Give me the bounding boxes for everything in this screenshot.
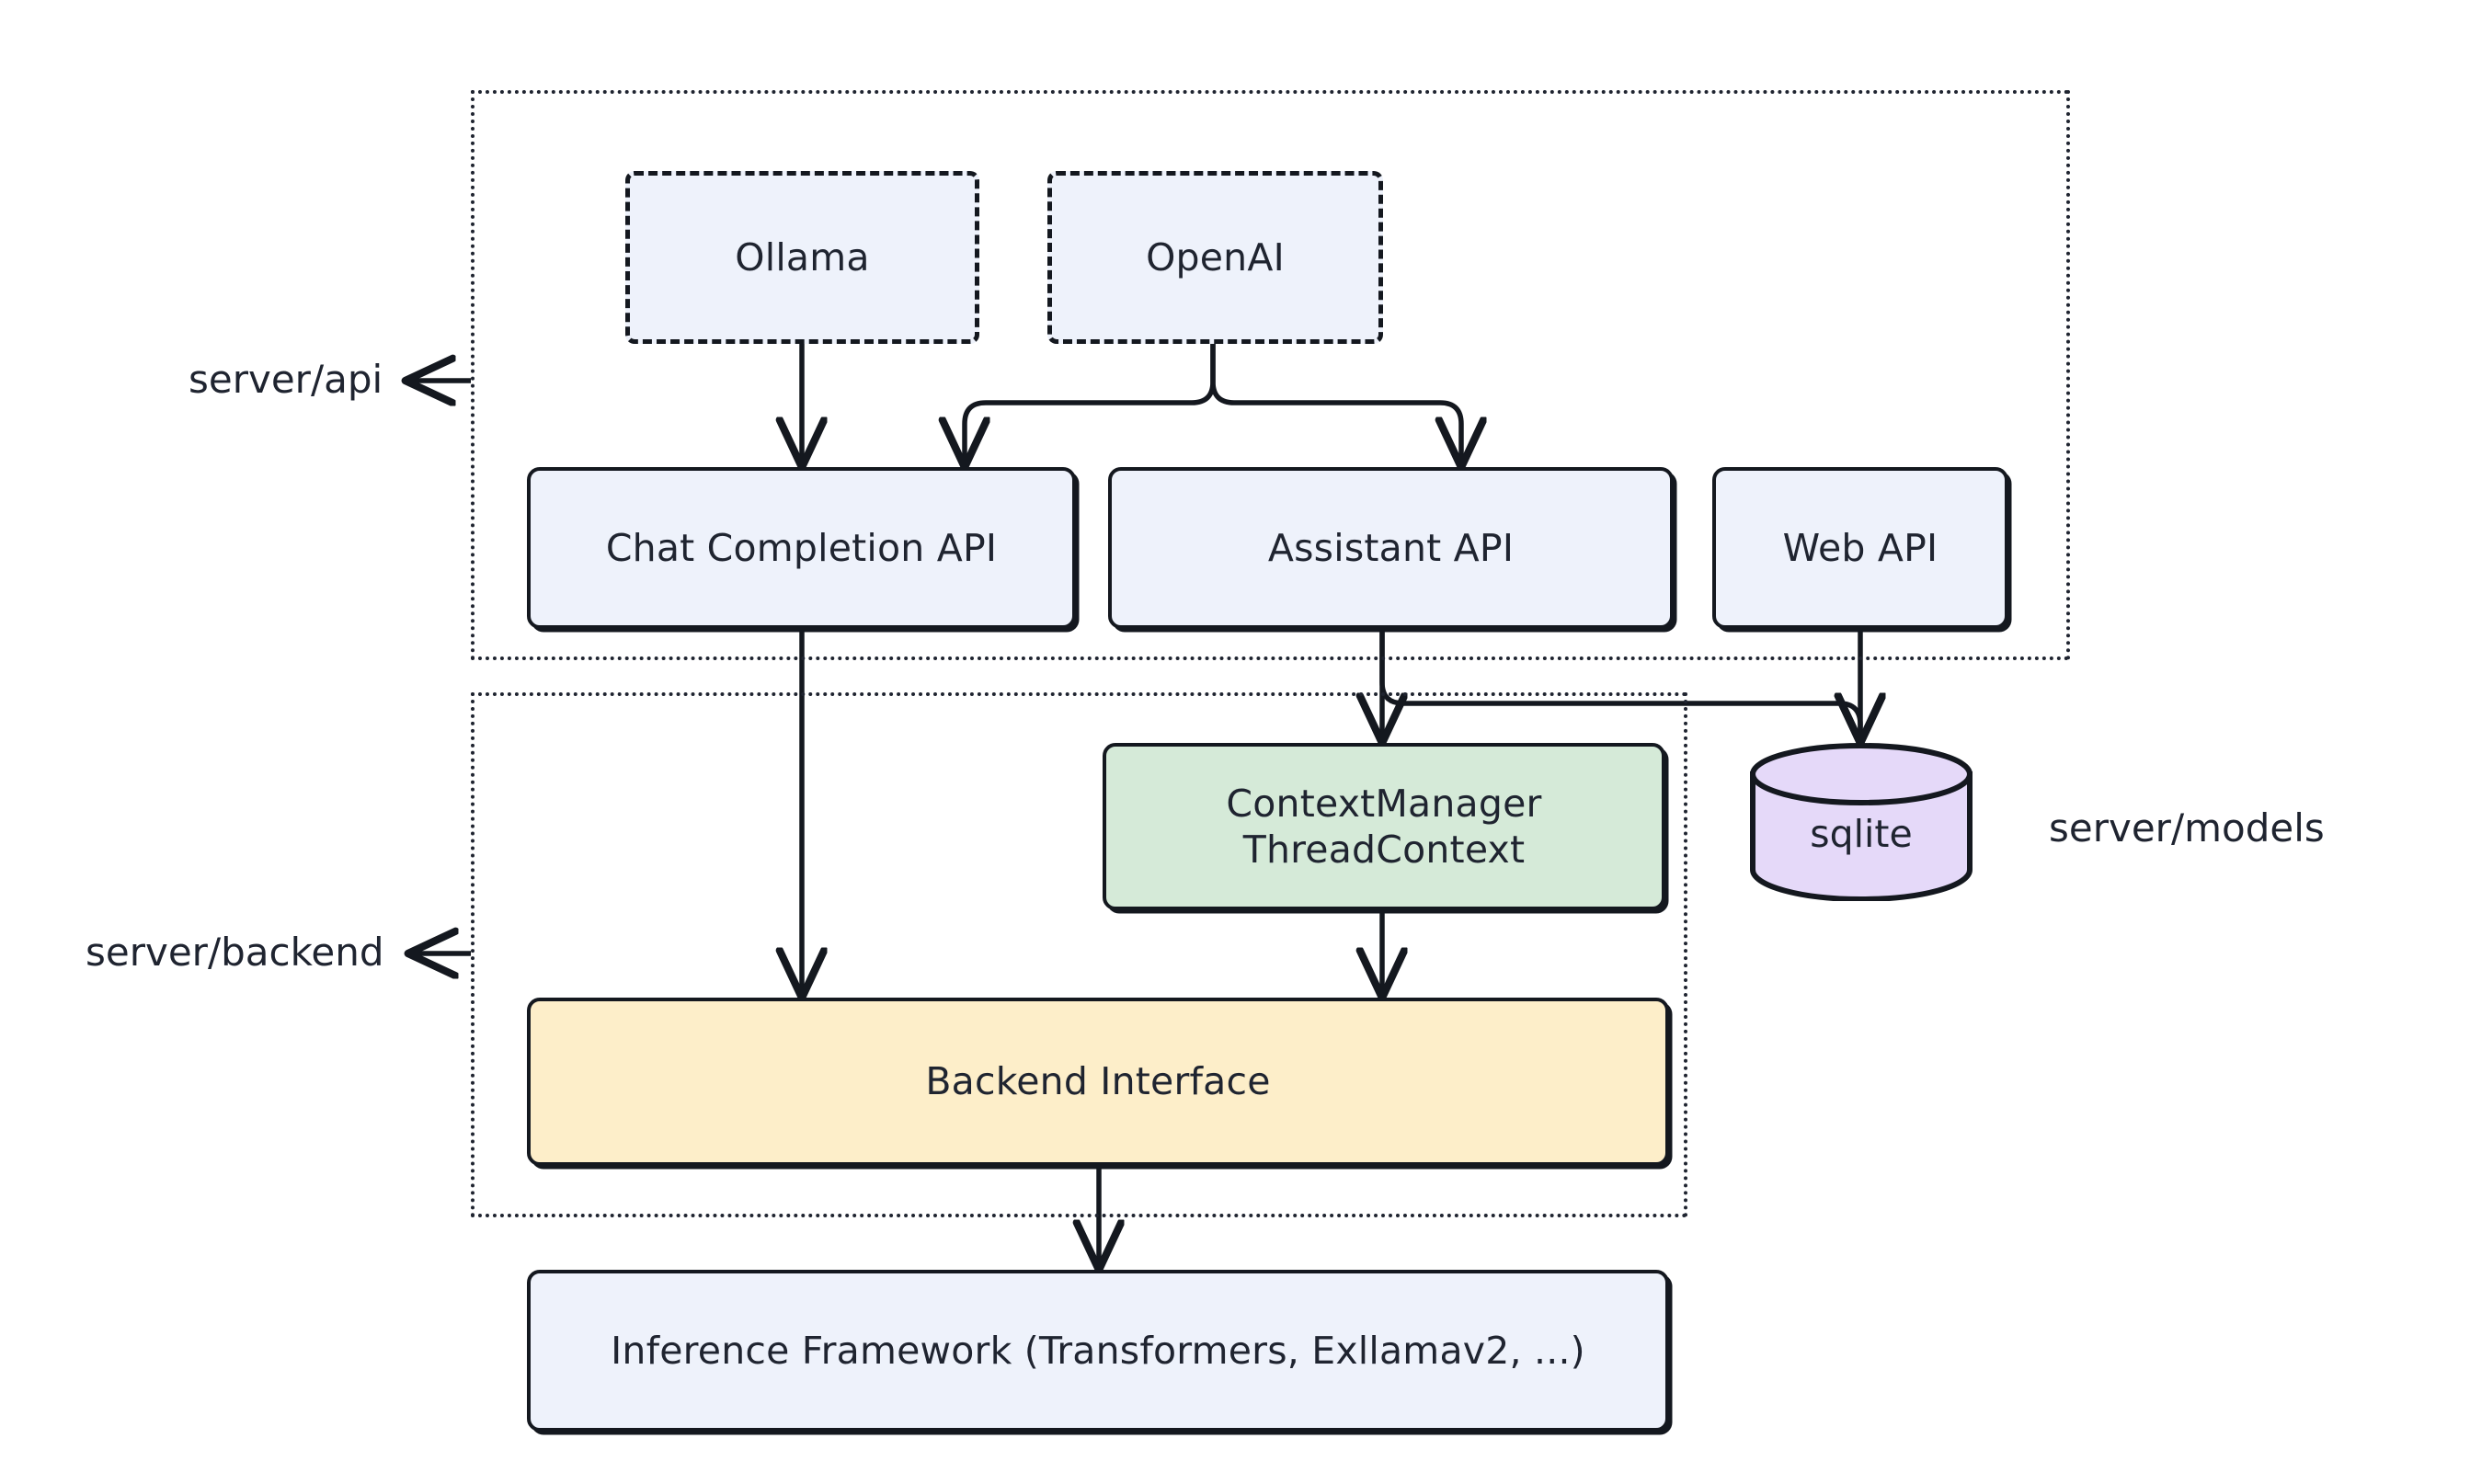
node-ollama-label: Ollama — [735, 234, 870, 280]
node-inference-framework-label: Inference Framework (Transformers, Exlla… — [611, 1328, 1585, 1373]
node-chat-completion-api[interactable]: Chat Completion API — [527, 467, 1076, 629]
node-web-api[interactable]: Web API — [1712, 467, 2008, 629]
annotation-server-api: server/api — [189, 360, 383, 399]
sqlite-cylinder-shape — [1750, 743, 1973, 901]
node-openai[interactable]: OpenAI — [1047, 171, 1383, 344]
node-sqlite-label: sqlite — [1810, 812, 1913, 856]
group-server-api — [471, 90, 2070, 660]
node-openai-label: OpenAI — [1146, 234, 1285, 280]
node-backend-interface[interactable]: Backend Interface — [527, 998, 1669, 1166]
node-assistant-api-label: Assistant API — [1267, 525, 1515, 570]
node-inference-framework[interactable]: Inference Framework (Transformers, Exlla… — [527, 1270, 1669, 1432]
annotation-server-backend: server/backend — [86, 933, 384, 972]
node-sqlite[interactable]: sqlite — [1748, 743, 1974, 901]
annotation-server-backend-text: server/backend — [86, 930, 384, 975]
node-chat-completion-api-label: Chat Completion API — [605, 525, 998, 570]
annotation-server-models: server/models — [2049, 809, 2325, 848]
group-server-backend — [471, 692, 1687, 1217]
node-assistant-api[interactable]: Assistant API — [1108, 467, 1674, 629]
node-context-manager-label: ContextManager ThreadContext — [1226, 781, 1542, 872]
annotation-server-api-text: server/api — [189, 357, 383, 402]
node-ollama[interactable]: Ollama — [625, 171, 979, 344]
node-web-api-label: Web API — [1782, 525, 1938, 570]
node-context-manager[interactable]: ContextManager ThreadContext — [1103, 743, 1665, 910]
annotation-server-models-text: server/models — [2049, 805, 2325, 850]
node-backend-interface-label: Backend Interface — [925, 1059, 1271, 1104]
